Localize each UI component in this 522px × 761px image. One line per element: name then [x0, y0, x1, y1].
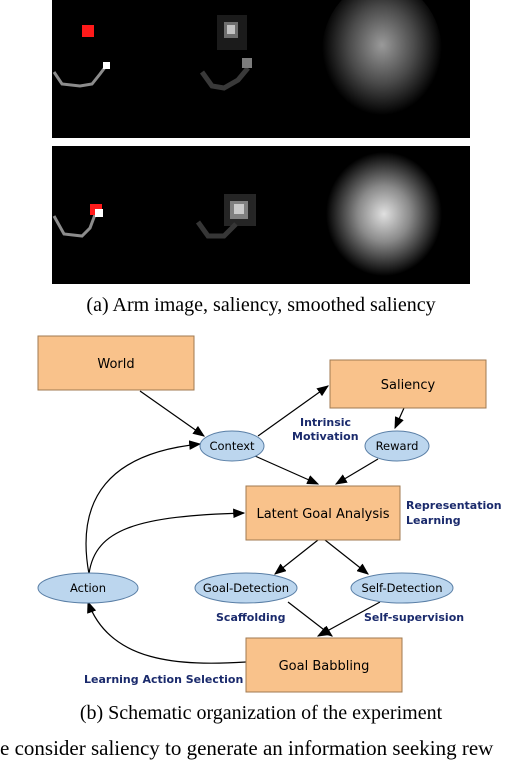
self-detection-label: Self-Detection [361, 581, 442, 595]
goal-detection-ellipse [194, 572, 298, 604]
goal-detection-label: Goal-Detection [203, 581, 289, 595]
goal-babbling-label: Goal Babbling [279, 659, 370, 674]
body-text-fragment: e consider saliency to generate an infor… [0, 736, 494, 760]
edge-goaldetection-babbling [287, 601, 333, 637]
learning-action-selection-annotation: Learning Action Selection [84, 673, 243, 686]
edge-context-latent [254, 455, 320, 485]
edge-selfdetection-babbling [316, 601, 381, 637]
target-marker [82, 25, 94, 37]
edge-action-latent [88, 508, 246, 575]
learning-annotation: Learning [406, 514, 461, 527]
edge-babbling-action [87, 600, 247, 664]
self-supervision-annotation: Self-supervision [364, 611, 464, 624]
context-ellipse [199, 430, 265, 462]
panel-bottom-graphics [52, 152, 442, 276]
arm-line [52, 211, 98, 238]
schematic-diagram: World Saliency Latent Goal Analysis Goal… [37, 335, 502, 693]
saliency-box [329, 359, 487, 409]
smoothed-saliency-blob [322, 0, 442, 122]
arm-image-panel-bottom [52, 146, 470, 284]
reward-label: Reward [376, 439, 419, 453]
latent-goal-analysis-label: Latent Goal Analysis [256, 507, 389, 522]
end-effector [103, 62, 110, 69]
figure-a-caption: (a) Arm image, saliency, smoothed salien… [86, 294, 436, 316]
saliency-label: Saliency [381, 378, 436, 393]
arm-image-panel-top [52, 0, 470, 138]
edge-latent-goaldetection [274, 539, 319, 575]
intrinsic-annotation: Intrinsic [300, 416, 351, 429]
action-label: Action [70, 581, 106, 595]
edge-saliency-reward [394, 407, 405, 430]
panel-top-graphics [52, 0, 442, 122]
goal-babbling-box [245, 637, 403, 693]
saliency-map [199, 15, 252, 91]
edge-latent-selfdetection [324, 539, 369, 575]
figure-b-caption: (b) Schematic organization of the experi… [79, 702, 443, 724]
world-box [37, 335, 195, 391]
world-label: World [97, 357, 134, 372]
edge-reward-latent [334, 458, 379, 485]
scaffolding-annotation: Scaffolding [216, 611, 285, 624]
action-ellipse [37, 572, 139, 604]
self-detection-ellipse [350, 572, 454, 604]
context-label: Context [209, 439, 255, 453]
end-effector [95, 209, 103, 217]
reward-ellipse [364, 430, 430, 462]
edge-action-context [85, 440, 202, 575]
edge-context-saliency [257, 385, 329, 437]
smoothed-saliency-blob [326, 152, 442, 276]
saliency-map [195, 194, 256, 239]
edge-world-context [139, 390, 205, 437]
motivation-annotation: Motivation [292, 430, 359, 443]
representation-annotation: Representation [406, 499, 502, 512]
arm-line [52, 65, 108, 88]
latent-goal-analysis-box [245, 485, 401, 541]
